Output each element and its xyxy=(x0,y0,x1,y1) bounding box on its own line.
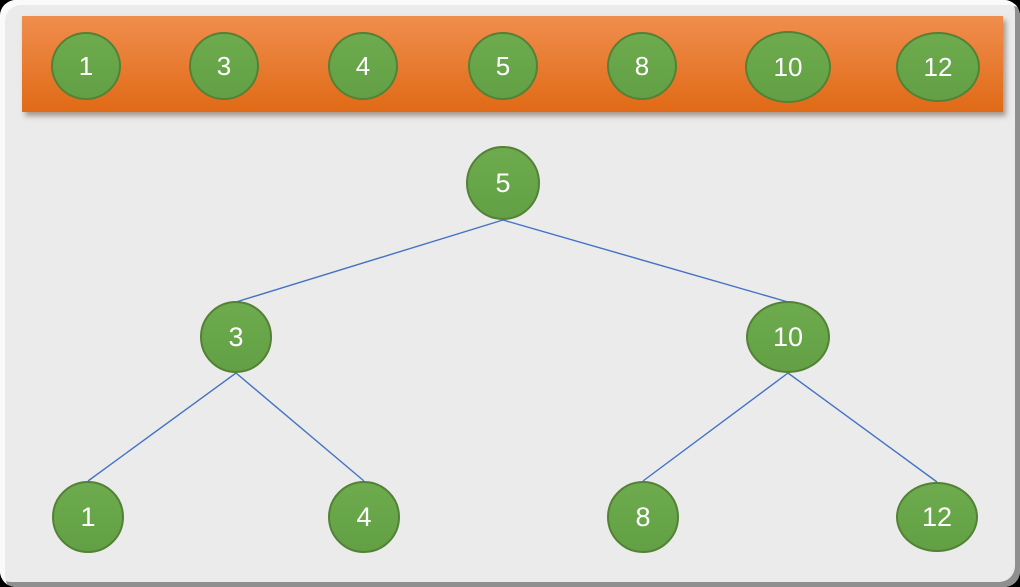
array-node-3: 3 xyxy=(189,32,259,100)
tree-node-12: 12 xyxy=(896,482,978,552)
tree-node-10: 10 xyxy=(746,301,830,373)
array-node-10: 10 xyxy=(745,31,831,103)
tree-node-1: 1 xyxy=(52,481,124,553)
tree-node-8: 8 xyxy=(607,481,679,553)
array-node-1: 1 xyxy=(51,32,121,100)
edge-10-8 xyxy=(642,372,789,482)
array-node-8: 8 xyxy=(607,32,677,100)
tree-node-root-5: 5 xyxy=(466,146,540,220)
tree-node-3: 3 xyxy=(200,301,272,373)
array-node-4: 4 xyxy=(328,32,398,100)
edge-10-12 xyxy=(787,372,938,483)
edge-5-10 xyxy=(502,219,789,303)
edge-3-4 xyxy=(235,372,365,482)
edge-3-1 xyxy=(87,372,237,482)
edge-5-3 xyxy=(235,219,504,303)
array-node-12: 12 xyxy=(896,32,980,102)
array-node-5: 5 xyxy=(468,32,538,100)
tree-node-4: 4 xyxy=(328,481,400,553)
